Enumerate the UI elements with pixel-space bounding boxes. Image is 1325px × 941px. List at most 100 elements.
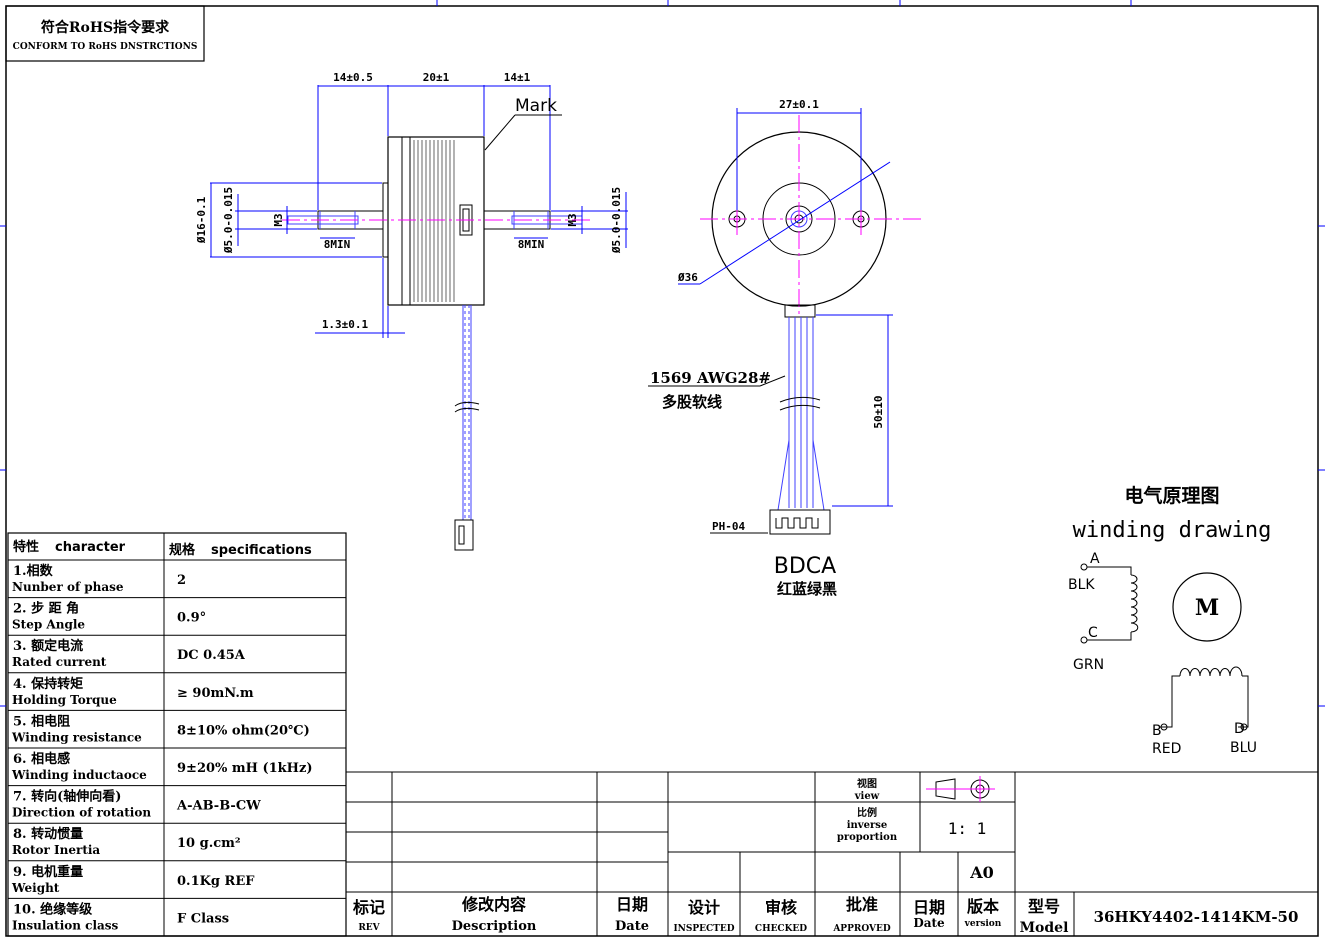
spec-row-2-zh: 2. 步 距 角	[13, 601, 79, 617]
spec-row-10-en: Insulation class	[12, 918, 119, 932]
title-block: 视图 view 比例 inverse proportion 1: 1 A0 标记…	[346, 771, 1318, 936]
spec-row-9-value: 0.1Kg REF	[177, 874, 255, 889]
spec-row-6-value: 9±20% mH (1kHz)	[177, 761, 313, 776]
spec-row-5-zh: 5. 相电阻	[13, 713, 70, 729]
desc-en: Description	[452, 919, 537, 934]
connector-label: PH-04	[712, 520, 745, 533]
spec-table: 特性 character 规格 specifications 1.相数Nunbe…	[7, 532, 347, 937]
terminal-c-color: GRN	[1073, 657, 1104, 673]
model-zh: 型号	[1028, 897, 1060, 916]
spec-row-7-zh: 7. 转向(轴伸向看)	[13, 789, 121, 805]
drawing-border	[5, 5, 1319, 937]
thread-left: M3	[272, 213, 285, 226]
spec-row-8-en: Rotor Inertia	[12, 843, 100, 857]
dim-shaft-dia-right: Ø5.0-0.015	[610, 187, 623, 254]
side-lead-wire	[462, 305, 472, 520]
spec-row-1-value: 2	[177, 573, 186, 588]
spec-row-4-en: Holding Torque	[12, 693, 117, 707]
wire-desc: 多股软线	[662, 393, 722, 411]
spec-row-7-en: Direction of rotation	[12, 806, 151, 820]
header-spec-en: specifications	[211, 543, 312, 558]
spec-row-10-value: F Class	[177, 911, 229, 926]
design-zh: 设计	[688, 898, 720, 917]
spec-row-1-en: Nunber of phase	[12, 580, 124, 594]
body-ribs	[413, 140, 455, 302]
dim-body-dia: Ø36	[677, 271, 698, 284]
check-en: CHECKED	[755, 924, 807, 934]
rohs-zh: 符合RoHS指令要求	[40, 19, 170, 36]
spec-row-10-zh: 10. 绝缘等级	[13, 901, 93, 917]
pin-order: BDCA	[774, 554, 836, 579]
header-char-en: character	[55, 540, 126, 555]
date-zh: 日期	[616, 895, 648, 914]
date2-en: Date	[913, 916, 945, 930]
dim-flange: 1.3±0.1	[322, 318, 369, 331]
dim-right-length: 14±1	[504, 71, 531, 84]
desc-zh: 修改内容	[461, 895, 526, 914]
approve-zh: 批准	[846, 895, 878, 914]
scale-en2: proportion	[837, 832, 898, 843]
winding-drawing: 电气原理图 winding drawing A BLK C GRN M B RE…	[1068, 484, 1271, 757]
dim-outer-dia: Ø16-0.1	[195, 196, 208, 244]
spec-row-8-zh: 8. 转动惯量	[13, 826, 83, 842]
terminal-b-letter: B	[1152, 723, 1162, 739]
frame-ticks	[0, 0, 1325, 707]
dim-lead-length: 50±10	[872, 395, 885, 428]
header-spec-zh: 规格	[169, 542, 196, 558]
scale-value: 1: 1	[948, 819, 987, 838]
wire-spec: 1569 AWG28#	[650, 369, 771, 387]
version-zh: 版本	[966, 897, 999, 916]
scale-en1: inverse	[847, 820, 888, 831]
date-en: Date	[615, 919, 649, 934]
projection-symbol	[926, 776, 995, 802]
coil-ac	[1130, 574, 1139, 633]
motor-symbol	[1172, 572, 1242, 642]
version-en: version	[964, 919, 1002, 929]
terminal-c-letter: C	[1088, 625, 1098, 641]
side-view: 14±0.5 20±1 14±1 Mark Ø16-0.1 Ø5.0-0.015…	[195, 71, 628, 551]
rev-en: REV	[358, 923, 380, 933]
front-lead-wires	[788, 317, 814, 508]
version-value: A0	[969, 863, 994, 882]
dim-left-length: 14±0.5	[333, 71, 373, 84]
view-zh: 视图	[857, 777, 877, 790]
model-value: 36HKY4402-1414KM-50	[1094, 908, 1299, 926]
mark-label: Mark	[515, 96, 557, 116]
view-en: view	[854, 791, 880, 802]
dim-body-length: 20±1	[423, 71, 450, 84]
side-connector	[454, 519, 474, 551]
spec-row-4-zh: 4. 保持转矩	[13, 676, 83, 692]
front-connector	[769, 509, 831, 535]
design-en: INSPECTED	[673, 924, 734, 934]
terminal-d-letter: D	[1234, 721, 1245, 737]
spec-row-1-zh: 1.相数	[13, 563, 54, 579]
spec-row-9-en: Weight	[11, 881, 60, 895]
approve-en: APPROVED	[832, 924, 891, 934]
color-order: 红蓝绿黑	[777, 580, 837, 598]
terminal-d-color: BLU	[1230, 740, 1257, 756]
coil-bd	[1179, 666, 1243, 677]
terminal-b-color: RED	[1152, 741, 1181, 757]
spec-row-8-value: 10 g.cm²	[177, 836, 241, 851]
spec-row-5-value: 8±10% ohm(20℃)	[177, 723, 310, 738]
spec-row-7-value: A-AB-B-CW	[176, 799, 261, 814]
terminal-a-letter: A	[1090, 551, 1100, 567]
spec-row-6-zh: 6. 相电感	[13, 751, 70, 767]
spec-row-2-en: Step Angle	[12, 618, 85, 632]
spec-row-9-zh: 9. 电机重量	[13, 864, 83, 880]
thread-depth-right: 8MIN	[518, 238, 545, 251]
spec-row-3-value: DC 0.45A	[177, 648, 246, 663]
model-en: Model	[1020, 920, 1069, 936]
spec-row-3-zh: 3. 额定电流	[13, 638, 83, 654]
winding-title-zh: 电气原理图	[1124, 484, 1219, 507]
thread-right: M3	[566, 213, 579, 226]
spec-row-2-value: 0.9°	[177, 611, 206, 626]
header-char-zh: 特性	[13, 539, 39, 555]
rev-zh: 标记	[352, 898, 385, 917]
spec-row-6-en: Winding inductaoce	[11, 768, 147, 782]
dim-shaft-dia-left: Ø5.0-0.015	[222, 187, 235, 254]
spec-row-3-en: Rated current	[12, 655, 107, 669]
terminal-a-color: BLK	[1068, 577, 1095, 593]
scale-zh: 比例	[857, 806, 877, 819]
